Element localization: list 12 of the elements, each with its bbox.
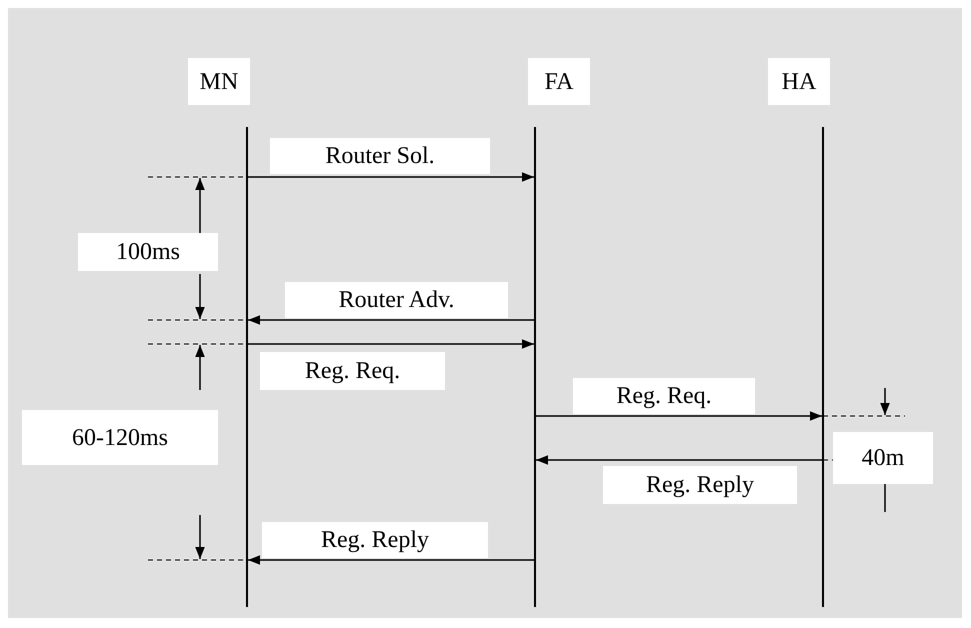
participant-label: HA — [768, 58, 830, 105]
participant-label: MN — [188, 58, 250, 105]
message-label: Router Sol. — [270, 138, 490, 174]
duration-label: 100ms — [78, 233, 218, 271]
participant-label: FA — [528, 58, 590, 105]
message-label: Reg. Reply — [262, 522, 488, 558]
duration-label: 60-120ms — [22, 410, 218, 465]
duration-label: 40m — [833, 432, 933, 484]
message-label: Reg. Reply — [603, 466, 797, 504]
message-label: Reg. Req. — [573, 378, 755, 414]
message-label: Router Adv. — [285, 282, 508, 318]
message-label: Reg. Req. — [260, 352, 445, 390]
